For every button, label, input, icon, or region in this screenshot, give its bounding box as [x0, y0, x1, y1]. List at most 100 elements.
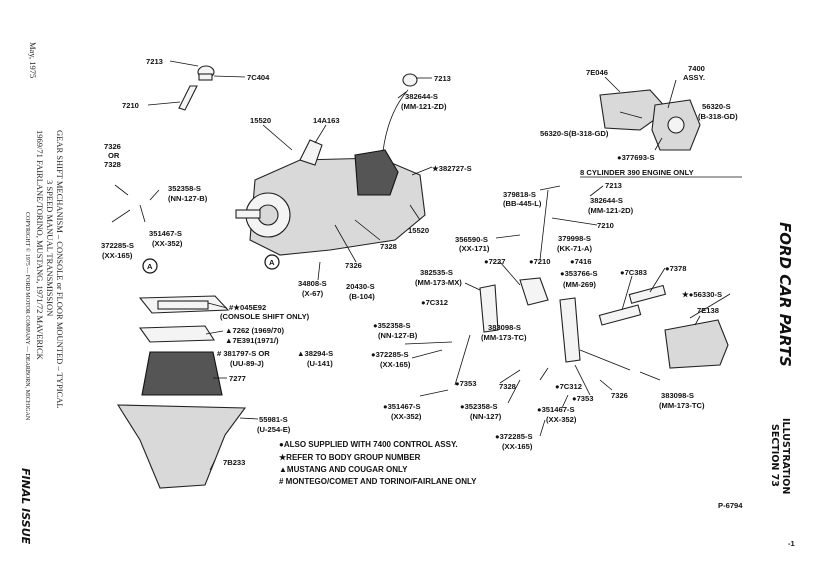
label-352358-s-bottom: ●352358-S	[460, 402, 498, 411]
diagram-title-line1: GEAR SHIFT MECHANISM – CONSOLE or FLOOR …	[55, 130, 65, 409]
label-u-254-e: (U-254-E)	[257, 425, 291, 434]
console-7b233	[116, 404, 247, 489]
label-kk-71-a: (KK-71-A)	[557, 244, 592, 253]
label-nn-127-b-top: (NN-127-B)	[168, 194, 208, 203]
label-assy: ASSY.	[683, 73, 705, 82]
label-381797-s: # 381797-S OR	[217, 349, 270, 358]
label-engine-only: 8 CYLINDER 390 ENGINE ONLY	[580, 168, 694, 177]
boot-7277	[141, 351, 223, 396]
label-x-67: (X-67)	[302, 289, 324, 298]
label-7210-right: 7210	[597, 221, 614, 230]
label-7b233: 7B233	[223, 458, 245, 467]
label-382644-s-top: 382644-S	[405, 92, 438, 101]
label-7213-top-left: 7213	[146, 57, 163, 66]
label-372285-s-bottom: ●372285-S	[495, 432, 533, 441]
label-38294-s: ▲38294-S	[297, 349, 333, 358]
label-7227: ●7227	[484, 257, 505, 266]
circle-a-left-marker	[142, 258, 158, 274]
label-353766-s: ●353766-S	[560, 269, 598, 278]
left-margin: May, 1975 GEAR SHIFT MECHANISM – CONSOLE…	[19, 42, 65, 545]
corner-mark: -1	[788, 539, 796, 548]
label-b-318-gd-right: (B-318-GD)	[698, 112, 738, 121]
label-372285-s-left: 372285-S	[101, 241, 134, 250]
copyright: COPYRIGHT © 1975 — FORD MOTOR COMPANY — …	[24, 212, 31, 421]
label-nn-127-b-mid: (NN-127-B)	[378, 331, 418, 340]
label-045e92: #★045E92	[229, 303, 266, 312]
label-7378: ●7378	[665, 264, 686, 273]
label-xx-165-bottom: (XX-165)	[502, 442, 533, 451]
rod-7353-right	[574, 364, 591, 396]
label-7c383: ●7C383	[620, 268, 647, 277]
label-7353-right: ●7353	[572, 394, 593, 403]
label-7213-top-center: 7213	[434, 74, 451, 83]
label-mm-173-mx: (MM-173-MX)	[415, 278, 462, 287]
label-351467-s-bottom-left: ●351467-S	[383, 402, 421, 411]
bracket-top	[299, 139, 323, 166]
label-7326-center: 7326	[345, 261, 362, 270]
label-383098-s-center: 383098-S	[488, 323, 521, 332]
label-15520-top: 15520	[250, 116, 271, 125]
label-xx-352-bottom-left: (XX-352)	[391, 412, 422, 421]
lever-7c312-bottom	[559, 297, 581, 363]
rod-7353-left	[454, 334, 471, 386]
input-bearing-retainer	[257, 204, 279, 226]
label-351467-s-left: 351467-S	[149, 229, 182, 238]
input-shaft	[235, 209, 261, 219]
final-issue: FINAL ISSUE	[19, 468, 32, 545]
label-7416: ●7416	[570, 257, 591, 266]
legend-line-2: ★REFER TO BODY GROUP NUMBER	[279, 453, 421, 462]
label-7326-bottom: 7326	[611, 391, 628, 400]
plate-7262	[138, 325, 215, 343]
plate-045e92-window	[157, 300, 209, 310]
label-7e046: 7E046	[586, 68, 608, 77]
lever-left	[178, 85, 198, 111]
knob-collar-left	[198, 73, 213, 81]
label-352358-s-mid: ●352358-S	[373, 321, 411, 330]
label-379818-s: 379818-S	[503, 190, 536, 199]
label-mm-121-zd-top: (MM-121-ZD)	[401, 102, 447, 111]
label-7328-center: 7328	[380, 242, 397, 251]
label-379998-s: 379998-S	[558, 234, 591, 243]
label-or: OR	[108, 151, 120, 160]
label-7e391: ▲7E391(1971/)	[225, 336, 279, 345]
lever-7c312-top	[479, 284, 499, 333]
label-u-141: (U-141)	[307, 359, 333, 368]
label-b-104: (B-104)	[349, 292, 375, 301]
legend-line-3: ▲MUSTANG AND COUGAR ONLY	[279, 465, 408, 474]
label-7328-left: 7328	[104, 160, 121, 169]
label-xx-352-bottom-right: (XX-352)	[546, 415, 577, 424]
shift-knob-center	[402, 73, 418, 87]
label-xx-165-mid: (XX-165)	[380, 360, 411, 369]
label-7c312-bottom: ●7C312	[555, 382, 582, 391]
diagram-title-line3: 1969/71 FAIRLANE/TORINO, MUSTANG, 1971/7…	[35, 130, 45, 361]
rod-7210	[539, 189, 549, 261]
parts-drawings	[116, 65, 729, 489]
label-bb-445-l: (BB-445-L)	[503, 199, 542, 208]
issue-date: May, 1975	[28, 42, 38, 78]
label-mm-269: (MM-269)	[563, 280, 596, 289]
control-assy-pivot	[667, 116, 685, 134]
brand-title: FORD CAR PARTS	[776, 222, 794, 367]
shifter-assembly-top	[354, 149, 399, 196]
figure-number: P-6794	[718, 501, 743, 510]
label-7210-dot: ●7210	[529, 257, 550, 266]
label-xx-352-left: (XX-352)	[152, 239, 183, 248]
label-7277: 7277	[229, 374, 246, 383]
legend-line-4: # MONTEGO/COMET AND TORINO/FAIRLANE ONLY	[279, 477, 477, 486]
label-circle-a-left: A	[147, 262, 153, 271]
label-56330-s: ★●56330-S	[682, 290, 722, 299]
leader-lines	[111, 60, 731, 471]
housing-7e138	[664, 319, 729, 369]
illustration-label: ILLUSTRATION	[780, 418, 791, 494]
label-mm-173-tc-center: (MM-173-TC)	[481, 333, 527, 342]
lever-7227	[519, 277, 549, 306]
label-352358-s-top: 352358-S	[168, 184, 201, 193]
label-382727-s: ★382727-S	[432, 164, 472, 173]
bushing-7378	[628, 284, 667, 304]
label-56320-s-left: 56320-S(B-318-GD)	[540, 129, 609, 138]
label-351467-s-bottom-right: ●351467-S	[537, 405, 575, 414]
label-377693-s: ●377693-S	[617, 153, 655, 162]
label-7210-top-left: 7210	[122, 101, 139, 110]
label-7213-right: 7213	[605, 181, 622, 190]
